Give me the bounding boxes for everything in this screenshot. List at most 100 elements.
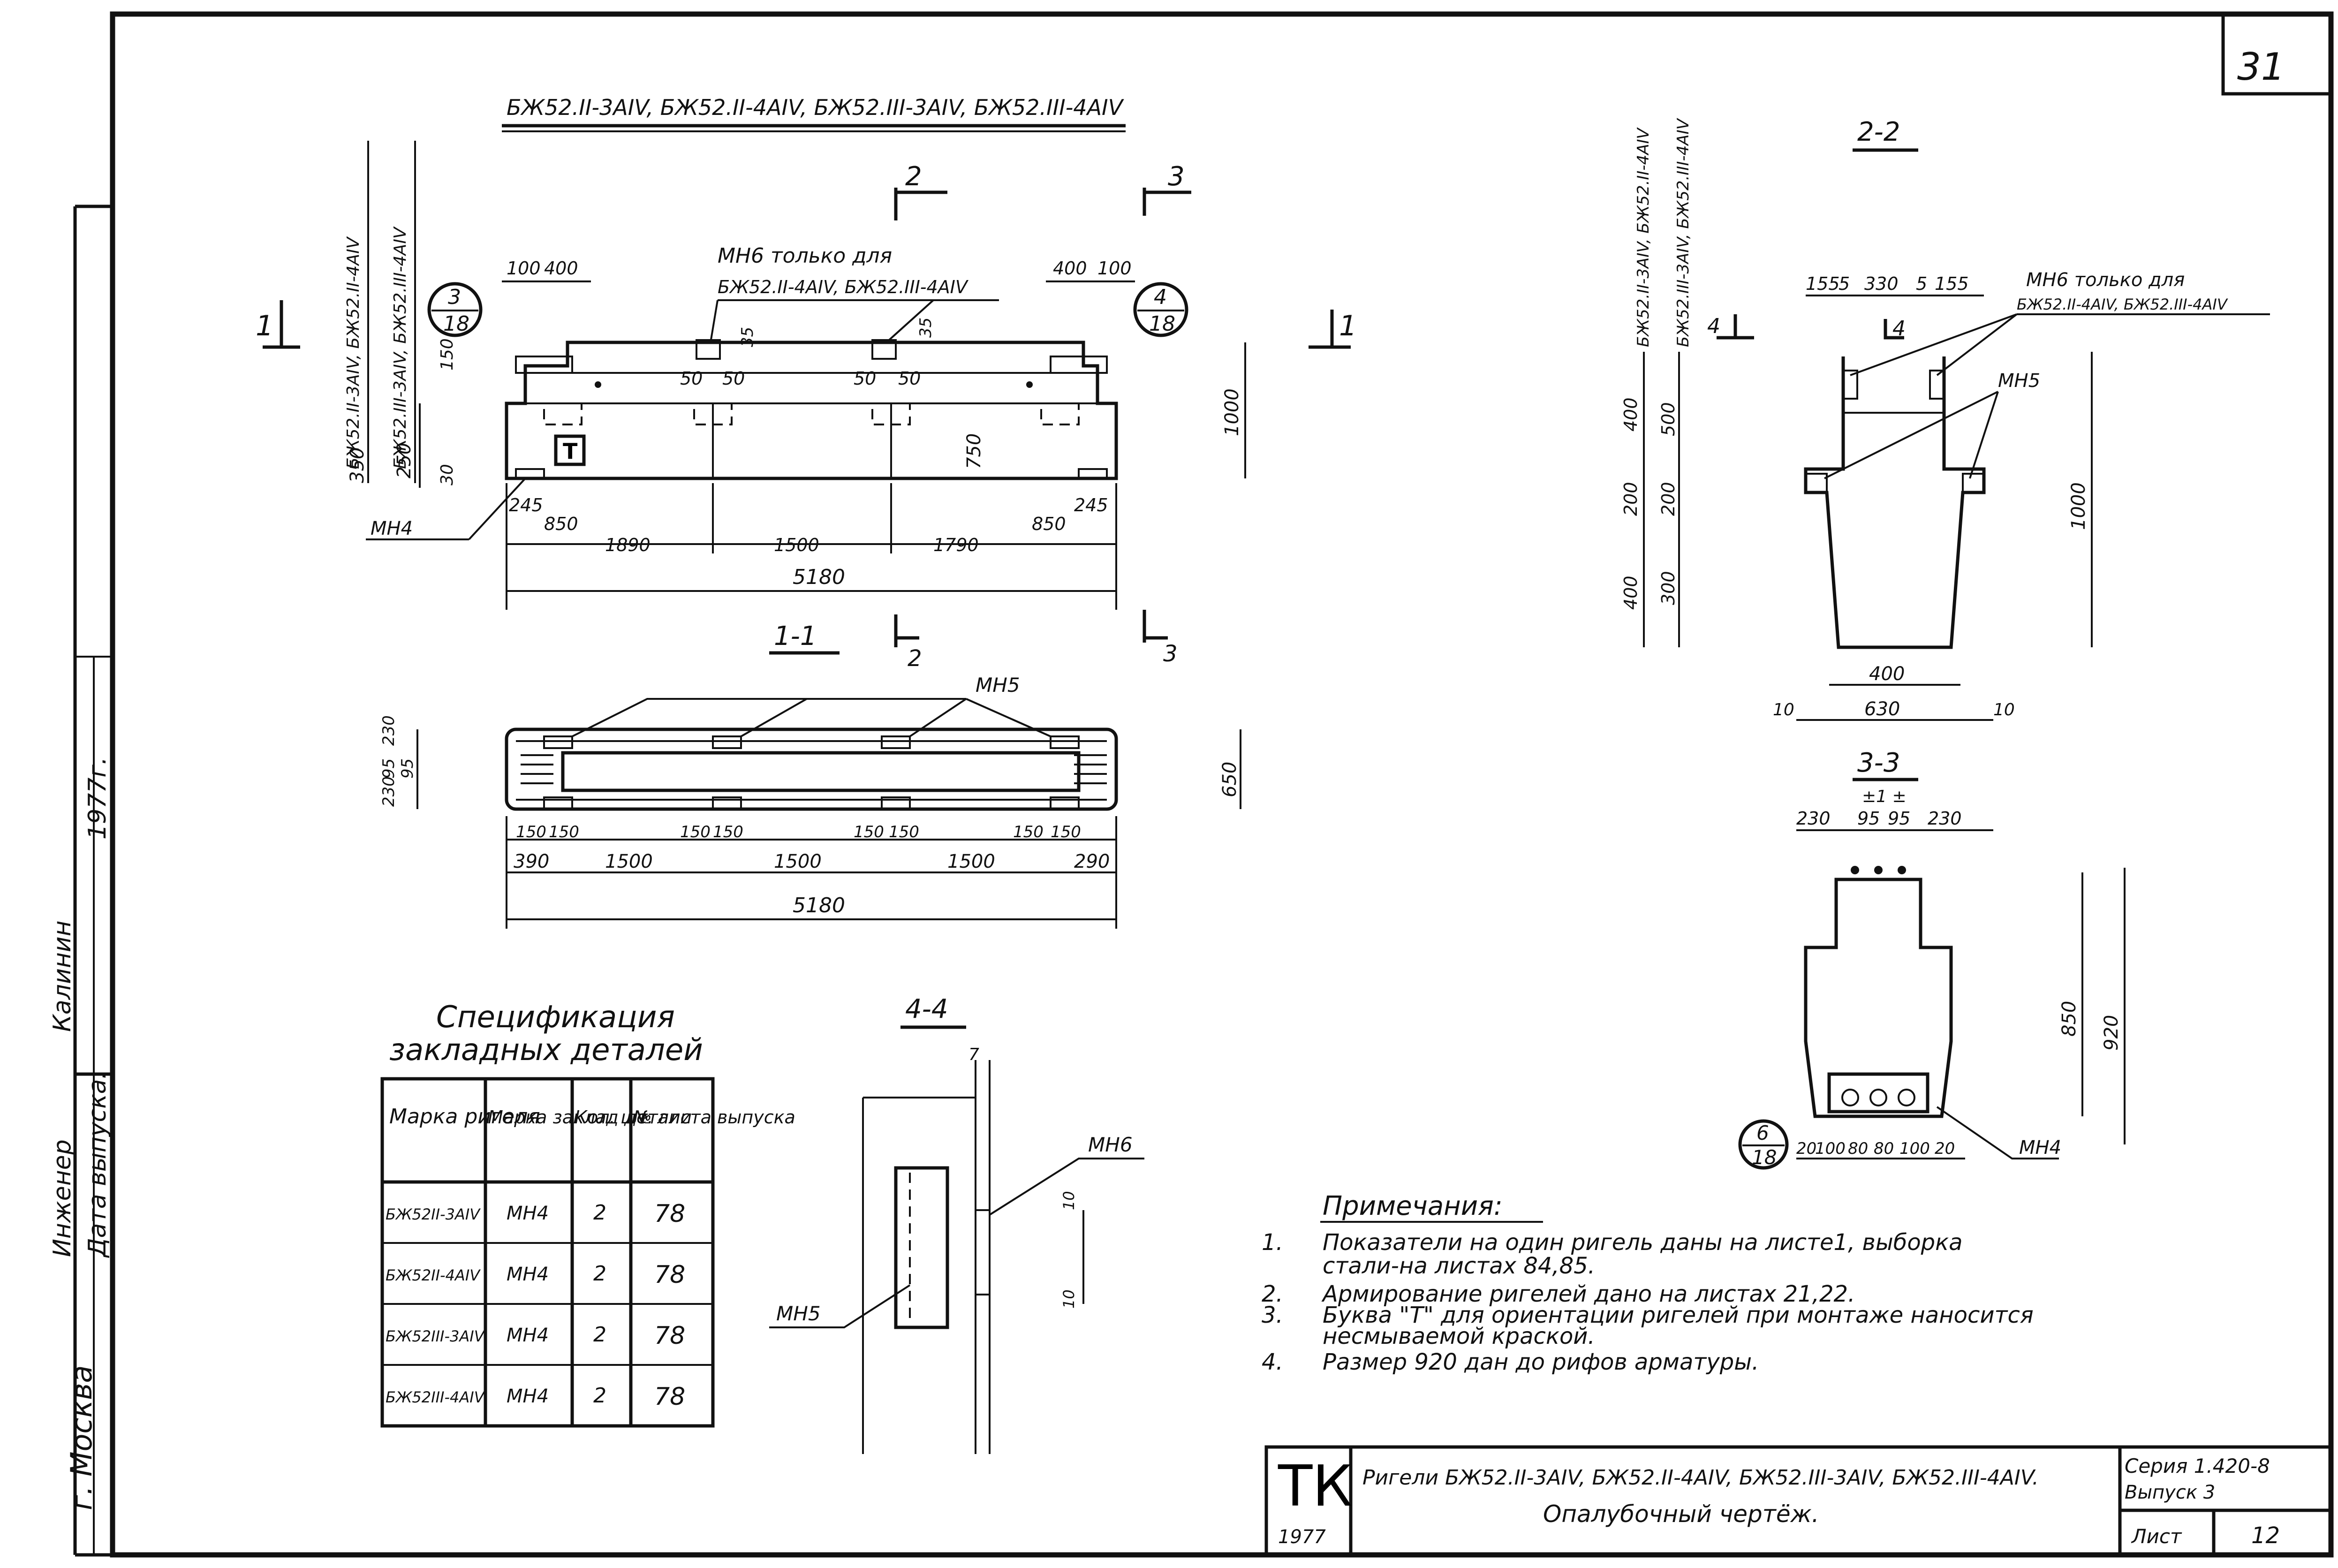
strip-city: г. Москва [64,1365,98,1511]
dim-50c: 50 [854,368,876,389]
strip-person: Калинин [48,920,76,1032]
dim-400b: 400 [1053,258,1087,279]
spec-r4c4: 78 [654,1383,685,1411]
note-1-a: Показатели на один ригель даны на листе1… [1323,1229,1963,1256]
s33-mn4: МН4 [2019,1137,2061,1159]
spec-r1c2: МН4 [507,1203,549,1224]
spec-title-1: Спецификация [436,1000,675,1035]
spec-r2c1: БЖ52II-4АIV [386,1266,481,1284]
dim-750: 750 [963,433,985,469]
plan-section-mark-3: 3 [1163,641,1178,667]
plan-view-1-1: 1-1 2 3 МН5 230 95 95 230 650 150 150 15… [379,610,1241,929]
s33-dim-920: 920 [2101,1015,2122,1051]
t-letter-box [554,434,586,466]
mn6-note-b: БЖ52.II-4АIV, БЖ52.III-4АIV [718,277,969,297]
plan-dim-150b: 150 [549,823,579,841]
plan-dim-150h: 150 [1051,823,1081,841]
s44-dim-7: 7 [968,1045,979,1064]
note-2-n: 2. [1262,1281,1283,1307]
spec-title-2: закладных деталей [389,1033,703,1068]
spec-h3: Кол. шт. [575,1107,653,1128]
spec-h1: Марка ригеля [389,1105,540,1129]
plan-dim-290: 290 [1074,851,1110,872]
dim-1790: 1790 [933,535,979,555]
s22-dim-155a: 155 [1806,273,1840,294]
section-33-outline [1804,878,1953,1118]
s44-mn5: МН5 [776,1302,821,1325]
s22-dim-200b: 200 [1658,482,1679,516]
callout-right-num: 4 [1154,285,1167,309]
section-2-2: 2-2 БЖ52.II-3АIV, БЖ52.II-4АIV БЖ52.III-… [1620,117,2270,721]
s33-dim-95b: 95 [1888,808,1910,829]
dim-245a: 245 [509,495,543,515]
spec-r3c4: 78 [654,1322,685,1350]
plan-dim-150c: 150 [680,823,711,841]
dim-1500: 1500 [774,535,819,555]
s33-dim-230b: 230 [1928,808,1962,829]
callout-left-num: 3 [448,285,461,309]
s33-callout-num: 6 [1756,1121,1769,1144]
dim-5180: 5180 [793,565,845,589]
tb-sheet-no: 12 [2251,1523,2280,1549]
callout-left-den: 18 [443,312,469,336]
section-33-tags: ±1 ± [1862,787,1907,806]
strip-engineer: Инженер [48,1139,76,1257]
section-22-vert-1: БЖ52.II-3АIV, БЖ52.II-4АIV [1634,127,1653,347]
spec-h4: № листа выпуска [632,1107,795,1128]
dim-850b: 850 [1032,514,1066,534]
spec-r1c4: 78 [654,1200,685,1228]
spec-r4c2: МН4 [507,1386,549,1407]
beam-outline [505,341,1118,480]
plan-dim-230a: 230 [379,776,398,807]
dim-250: 250 [393,443,415,478]
dim-50a: 50 [680,368,703,389]
plan-dim-1500a: 1500 [605,851,653,872]
s22-mn6-note-b: БЖ52.II-4АIV, БЖ52.III-4АIV [2017,295,2228,313]
plan-dim-650: 650 [1219,762,1241,797]
dim-245b: 245 [1074,495,1108,515]
spec-r1c3: 2 [593,1201,606,1225]
s22-dim-5b: 5 [1916,273,1927,294]
section-mark-1-right: 1 [1339,310,1357,342]
callout-right-den: 18 [1149,312,1175,336]
vert-label-2: БЖ52.III-3АIV, БЖ52.III-4АIV [391,226,410,469]
title-block: ТК 1977 Ригели БЖ52.II-3АIV, БЖ52.II-4АI… [1264,1445,2333,1557]
note-3-b: несмываемой краской. [1323,1323,1595,1349]
s44-mn6: МН6 [1088,1133,1133,1156]
spec-table: Спецификация закладных деталей Марка риг… [380,1000,795,1428]
s44-dim-10a: 10 [1060,1191,1078,1210]
spec-r2c3: 2 [593,1262,606,1286]
dim-1890: 1890 [605,535,651,555]
section-mark-2: 2 [905,161,922,192]
note-1-n: 1. [1262,1229,1283,1256]
plan-title: 1-1 [774,621,817,651]
spec-r3c3: 2 [593,1323,606,1347]
t-letter: Т [563,439,578,464]
dim-30: 30 [438,464,457,485]
s33-callout-den: 18 [1752,1146,1777,1169]
s44-dim-10b: 10 [1060,1289,1078,1309]
notes-heading: Примечания: [1323,1191,1503,1221]
tb-issue: Выпуск 3 [2125,1482,2215,1503]
s22-dim-630: 630 [1864,698,1900,720]
sheet-frame [110,11,2334,1558]
s22-mark-4a: 4 [1892,317,1906,341]
plan-section-mark-2: 2 [908,645,922,672]
tb-line1: Ригели БЖ52.II-3АIV, БЖ52.II-4АIV, БЖ52.… [1362,1466,2039,1490]
plan-dim-5180: 5180 [793,894,845,917]
section-22-vert-2: БЖ52.III-3АIV, БЖ52.III-4АIV [1674,117,1693,347]
plan-outline [505,727,1118,811]
dim-50d: 50 [898,368,921,389]
plan-dim-150a: 150 [516,823,546,841]
mn4-label: МН4 [371,518,413,539]
dim-100a: 100 [507,258,541,279]
section-4-4: 4-4 7 10 10 МН6 МН5 [769,994,1144,1454]
section-mark-3: 3 [1168,161,1185,192]
spec-h2: Марка заклад детали [488,1107,692,1128]
spec-r1c1: БЖ52II-3АIV [386,1205,481,1223]
note-4-a: Размер 920 дан до рифов арматуры. [1323,1349,1759,1375]
s22-dim-330: 330 [1864,273,1899,294]
note-3-n: 3. [1262,1302,1283,1328]
dim-350: 350 [347,447,368,483]
